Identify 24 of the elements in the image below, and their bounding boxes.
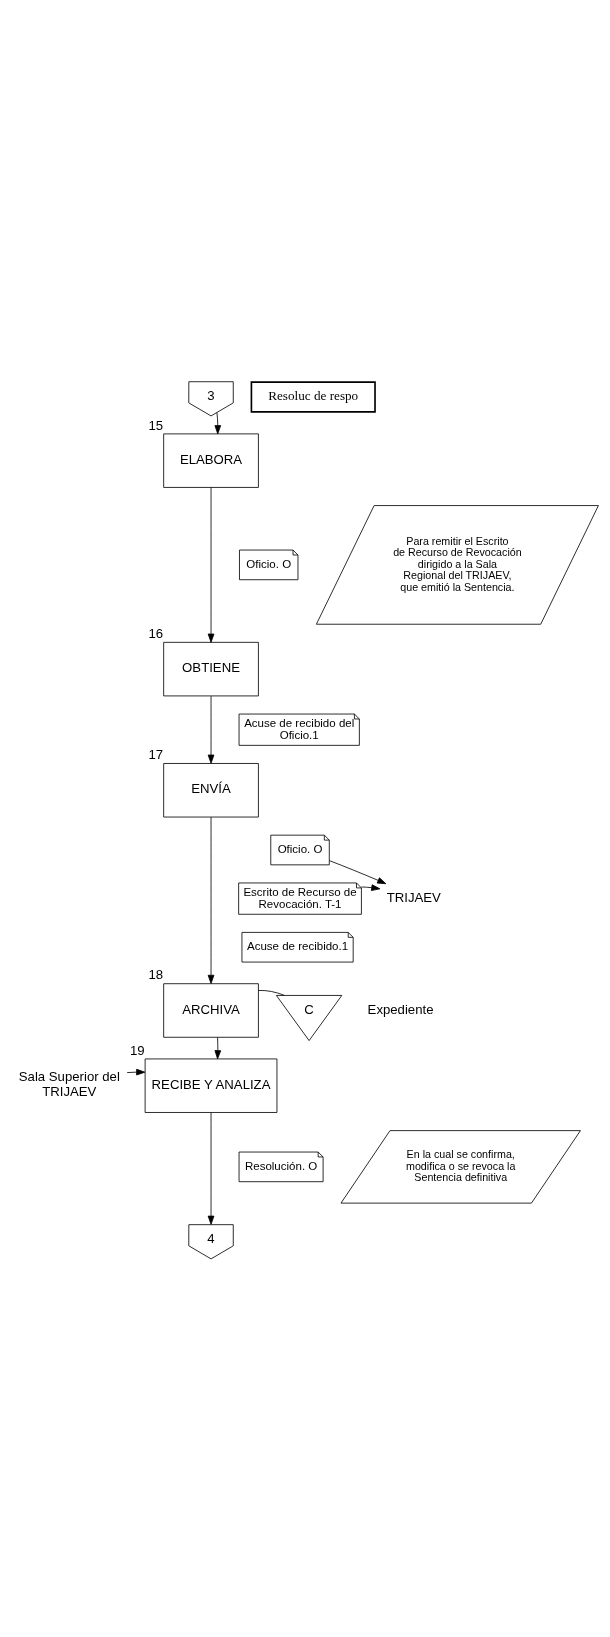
arrow xyxy=(329,860,387,885)
arrow xyxy=(214,1037,222,1060)
node-label: Expediente xyxy=(367,1001,434,1017)
node-box: OBTIENE xyxy=(163,641,259,697)
arrow xyxy=(207,1112,215,1225)
node-label: 17 xyxy=(148,747,164,763)
node-label: 18 xyxy=(148,967,164,983)
arrow xyxy=(126,1068,146,1076)
node-box: ARCHIVA xyxy=(163,983,259,1038)
arrow xyxy=(207,816,215,984)
connector xyxy=(258,990,285,996)
node-label: 19 xyxy=(129,1042,145,1058)
node-label: 16 xyxy=(148,626,164,642)
node-text: Sala Superior del TRIJAEV xyxy=(18,1069,120,1100)
node-text: TRIJAEV xyxy=(386,889,441,905)
node-box: Resoluc de respo xyxy=(250,381,376,413)
node-box: ENVÍA xyxy=(163,763,259,818)
node-box: ELABORA xyxy=(163,433,259,488)
arrow xyxy=(207,695,215,764)
node-box: RECIBE Y ANALIZA xyxy=(144,1058,278,1113)
arrow xyxy=(207,487,215,643)
arrow xyxy=(214,412,222,435)
node-label: 15 xyxy=(148,417,164,433)
arrow xyxy=(361,884,381,891)
